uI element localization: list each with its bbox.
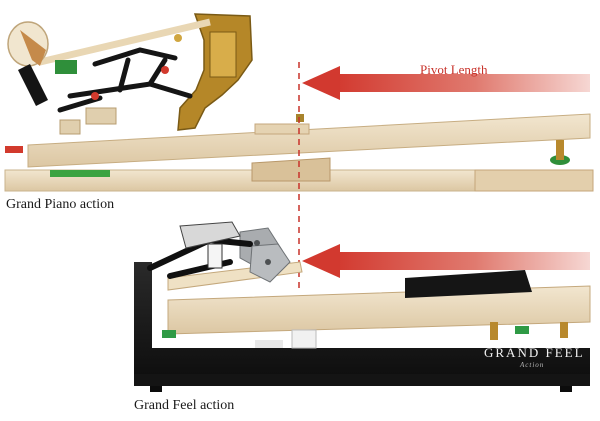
grand-piano-key: [27, 113, 591, 168]
grand-piano-hammer-shank: [39, 18, 211, 66]
grand-piano-caption: Grand Piano action: [6, 197, 115, 212]
grand-piano-wippen: [57, 47, 193, 113]
pivot-arrow-bottom: [302, 244, 590, 278]
grand-piano-balance-block: [251, 157, 331, 182]
pivot-length-label: Pivot Length: [420, 62, 488, 77]
grand-piano-back-support: [474, 169, 594, 192]
grand-feel-brand-name: GRAND FEEL: [484, 345, 585, 360]
pivot-length-arrow: [302, 66, 590, 100]
grand-feel-frame: [134, 262, 590, 374]
grand-piano-key-front-block: [254, 123, 310, 135]
grand-feel-caption: Grand Feel action: [134, 398, 235, 413]
grand-feel-black-key: [405, 270, 532, 298]
grand-piano-action: [4, 13, 594, 192]
grand-piano-brass-pin: [556, 140, 564, 160]
grand-piano-front-pin: [5, 146, 23, 153]
grand-feel-action: [134, 221, 591, 392]
grand-feel-brand-sub: Action: [520, 361, 545, 369]
grand-piano-felt: [50, 170, 110, 177]
grand-piano-center-pin: [296, 114, 304, 122]
